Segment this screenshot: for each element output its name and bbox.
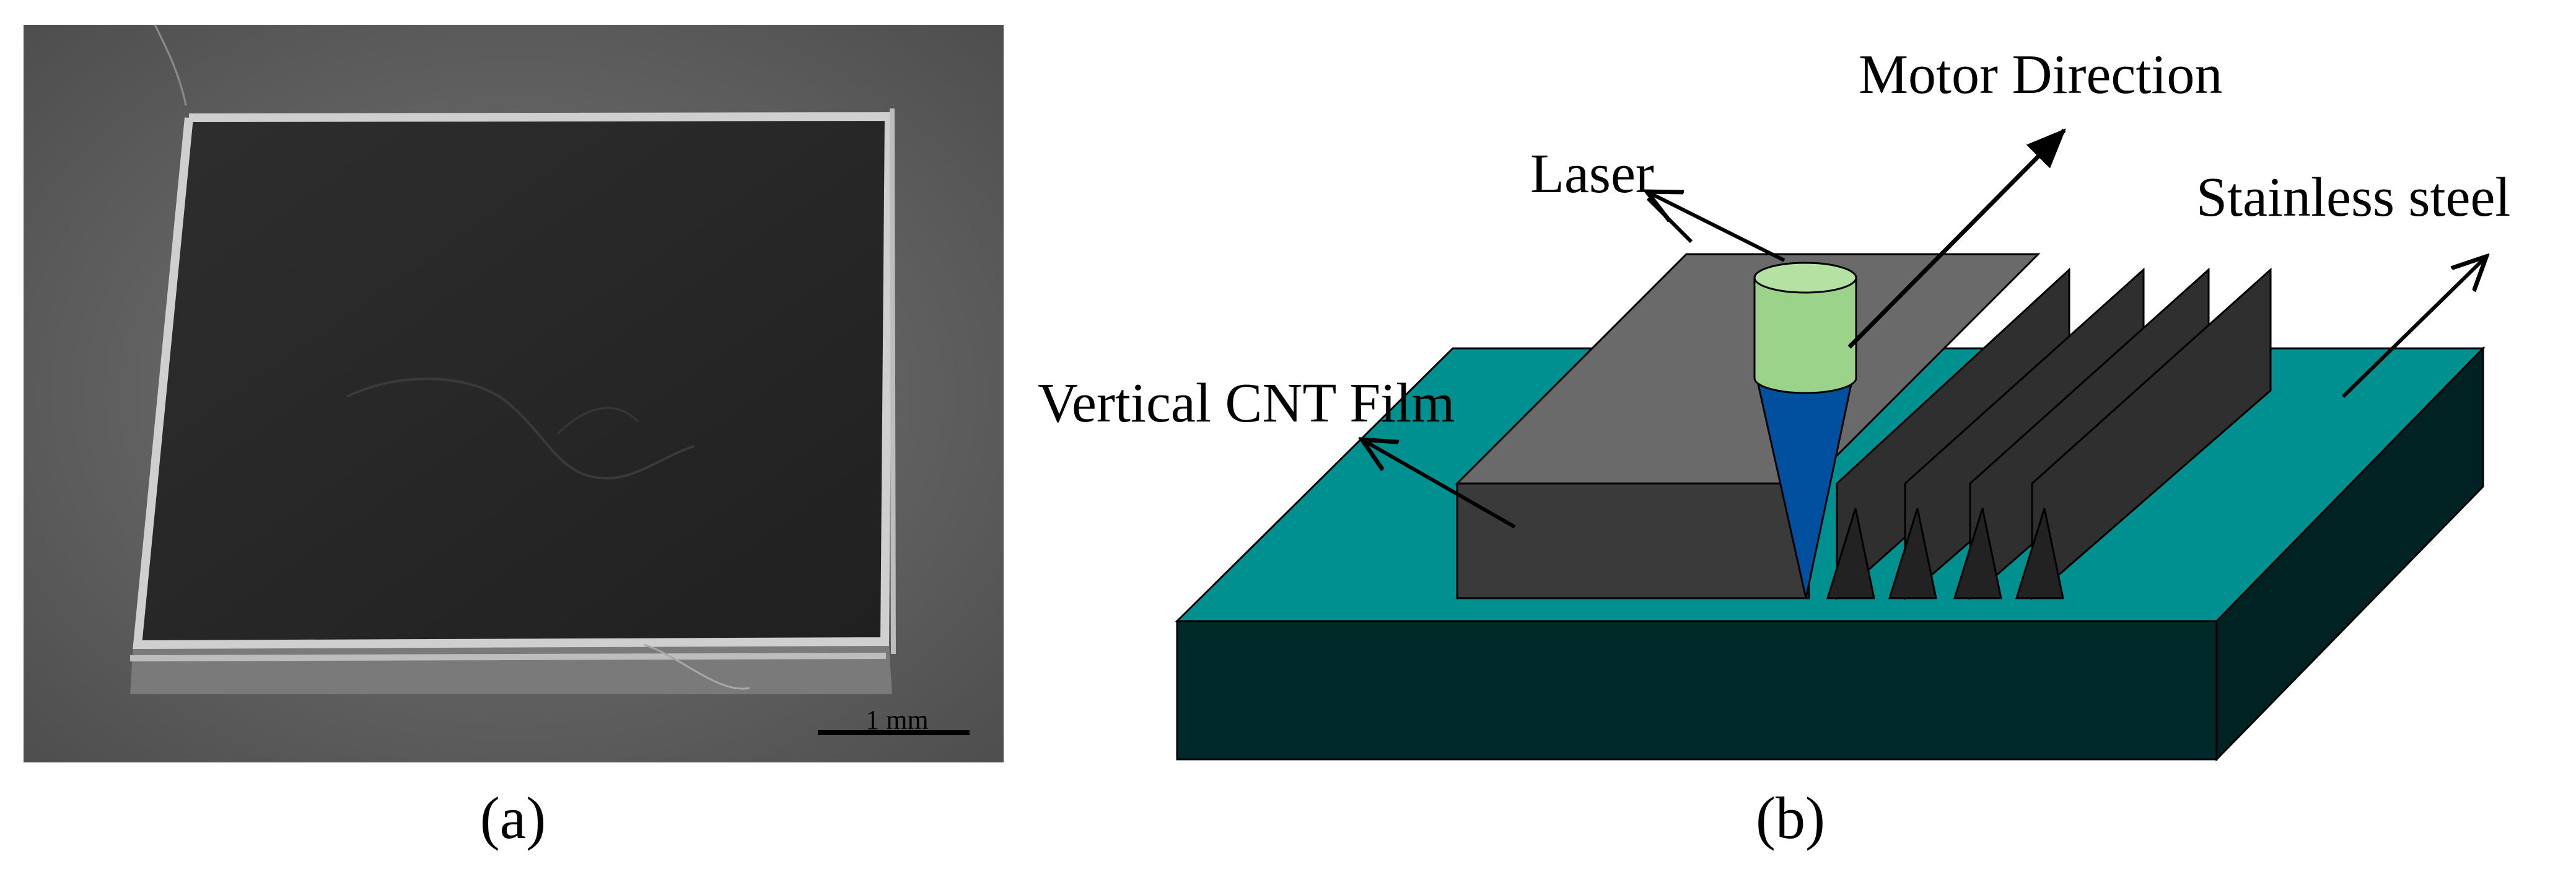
motor-direction-arrow bbox=[1847, 128, 2066, 349]
laser-top bbox=[1753, 262, 1857, 294]
sem-scale-bar-label: 1 mm bbox=[865, 705, 928, 735]
cnt-film-arrow bbox=[1363, 440, 1516, 529]
laser-arrow bbox=[1648, 192, 1785, 262]
fin-tip bbox=[2015, 508, 2064, 599]
steel-side-face bbox=[2215, 346, 2484, 762]
sem-fiber bbox=[644, 643, 750, 690]
label-stainless-steel: Stainless steel bbox=[2196, 167, 2510, 228]
stainless-steel-arrow bbox=[2341, 257, 2486, 399]
sem-film-underside bbox=[130, 645, 892, 694]
fin-tip bbox=[1953, 508, 2002, 599]
caption-a: (a) bbox=[480, 785, 546, 851]
label-vertical-cnt-film: Vertical CNT Film bbox=[1038, 373, 1455, 434]
fin-tip bbox=[1826, 508, 1875, 599]
fin-tip bbox=[1888, 508, 1937, 599]
sem-film bbox=[138, 117, 889, 645]
sem-film-edge-bottom bbox=[129, 653, 887, 661]
laser-body bbox=[1753, 276, 1857, 394]
label-laser: Laser bbox=[1530, 143, 1654, 205]
steel-front-face bbox=[1176, 620, 2218, 761]
sem-crack-2 bbox=[556, 407, 639, 435]
caption-b: (b) bbox=[1756, 785, 1825, 851]
laser-arrow-stem bbox=[1646, 196, 1693, 244]
cnt-film-front bbox=[1456, 482, 1810, 599]
panel-a: 1 mm (a) bbox=[24, 24, 1004, 851]
panel-b: Motor Direction Laser Stainless steel Ve… bbox=[1038, 44, 2510, 851]
sem-film-edge-right bbox=[890, 108, 896, 655]
sem-crack bbox=[346, 377, 694, 480]
sem-film-edge bbox=[133, 112, 894, 650]
sem-fiber-2 bbox=[154, 24, 187, 106]
label-motor-direction: Motor Direction bbox=[1859, 44, 2222, 105]
cnt-fins bbox=[1826, 267, 2272, 601]
